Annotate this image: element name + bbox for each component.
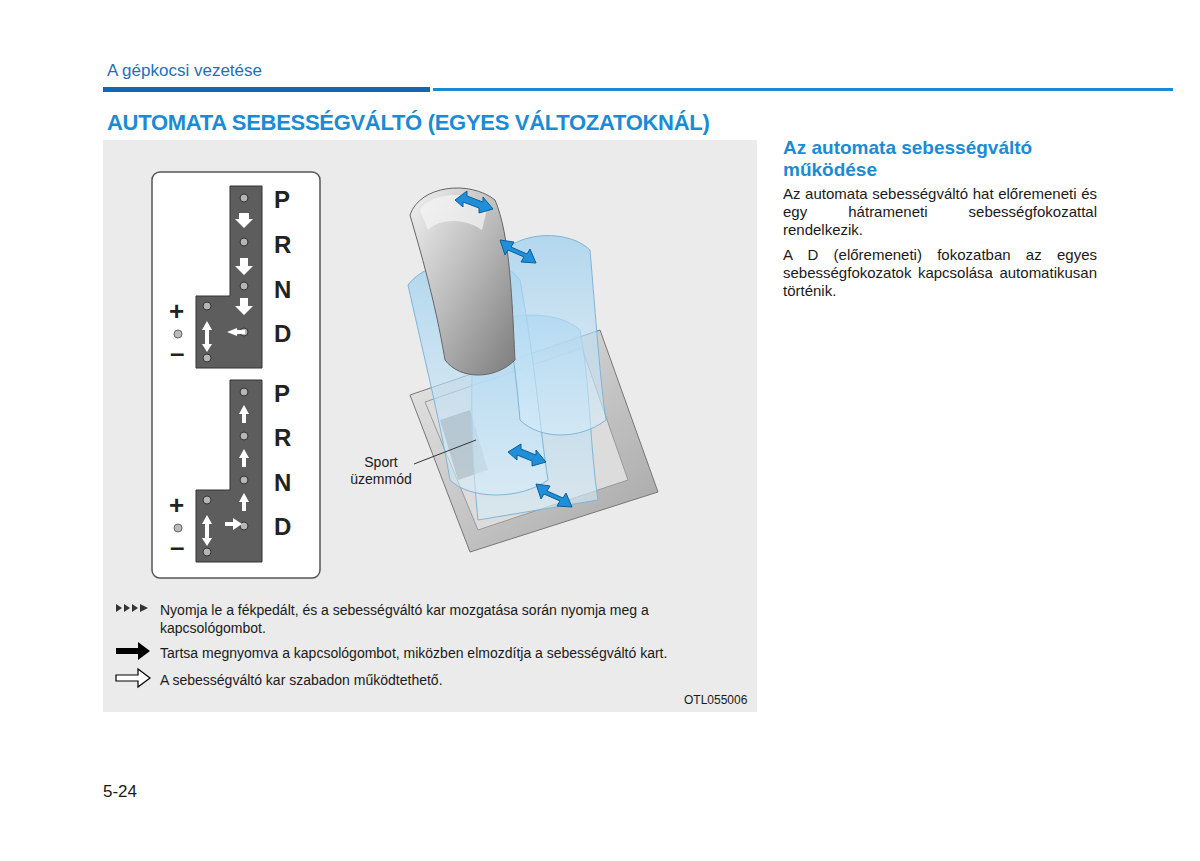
section-header: A gépkocsi vezetése — [107, 61, 262, 81]
leader-line — [414, 440, 476, 464]
legend-symbols — [116, 604, 150, 687]
header-line — [433, 88, 1173, 91]
header-bar — [103, 87, 430, 92]
legend-text: Nyomja le a fékpedált, és a sebességvált… — [160, 601, 740, 637]
figure-code: OTL055006 — [684, 693, 747, 707]
gear-letter: N — [274, 469, 291, 498]
section-heading: Az automata sebességváltó működése — [783, 137, 1093, 181]
gate-box — [152, 172, 320, 578]
gear-letter: R — [274, 424, 291, 453]
minus-sign: – — [170, 532, 184, 563]
gear-letter: P — [274, 380, 290, 409]
gear-letter: D — [274, 320, 291, 349]
plus-sign: + — [169, 296, 184, 327]
legend-text: A sebességváltó kar szabadon működtethet… — [160, 671, 740, 689]
body-paragraph: Az automata sebességváltó hat előremenet… — [783, 185, 1097, 239]
gear-letter: P — [274, 186, 290, 215]
page-number: 5-24 — [103, 782, 137, 802]
page-title: AUTOMATA SEBESSÉGVÁLTÓ (EGYES VÁLTOZATOK… — [107, 110, 747, 136]
gear-letter: N — [274, 276, 291, 305]
plus-sign: + — [169, 490, 184, 521]
figure-panel — [103, 140, 757, 712]
shift-gate-2 — [196, 380, 262, 562]
shift-gate-1 — [196, 186, 262, 368]
shift-lever-illustration — [408, 188, 658, 552]
gear-letter: R — [274, 231, 291, 260]
minus-sign: – — [170, 338, 184, 369]
gear-letter: D — [274, 513, 291, 542]
legend-text: Tartsa megnyomva a kapcsológombot, miköz… — [160, 644, 740, 662]
body-paragraph: A D (előremeneti) fokozatban az egyes se… — [783, 246, 1097, 300]
callout-label: Sport üzemmód — [340, 454, 422, 488]
